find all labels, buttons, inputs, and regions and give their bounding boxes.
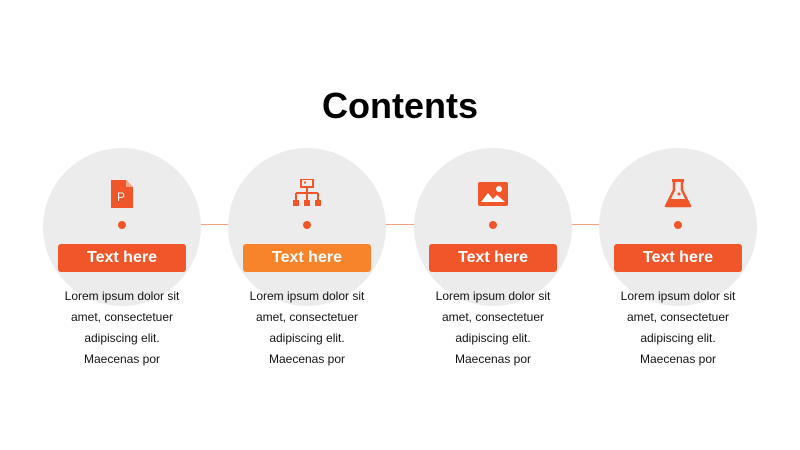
content-card-4: Text here Lorem ipsum dolor sit amet, co… bbox=[599, 148, 757, 378]
flask-icon bbox=[663, 178, 693, 210]
description-line: Lorem ipsum dolor sit bbox=[64, 289, 180, 303]
text-here-button-2[interactable]: Text here bbox=[243, 244, 371, 272]
content-card-3: Text here Lorem ipsum dolor sit amet, co… bbox=[414, 148, 572, 378]
image-icon bbox=[478, 178, 508, 210]
card-description: Lorem ipsum dolor sit amet, consectetuer… bbox=[408, 286, 578, 370]
description-line: Maecenas por bbox=[639, 352, 717, 366]
description-line: adipiscing elit. bbox=[455, 331, 531, 345]
description-line: adipiscing elit. bbox=[84, 331, 160, 345]
description-line: amet, consectetuer bbox=[441, 310, 545, 324]
description-line: Lorem ipsum dolor sit bbox=[435, 289, 551, 303]
description-line: adipiscing elit. bbox=[269, 331, 345, 345]
content-card-2: Text here Lorem ipsum dolor sit amet, co… bbox=[228, 148, 386, 378]
timeline-dot bbox=[118, 221, 126, 229]
description-line: amet, consectetuer bbox=[626, 310, 730, 324]
timeline-dot bbox=[674, 221, 682, 229]
presentation-file-icon: P bbox=[107, 178, 137, 210]
description-line: adipiscing elit. bbox=[640, 331, 716, 345]
text-here-button-3[interactable]: Text here bbox=[429, 244, 557, 272]
text-here-button-4[interactable]: Text here bbox=[614, 244, 742, 272]
text-here-button-1[interactable]: Text here bbox=[58, 244, 186, 272]
description-line: Maecenas por bbox=[83, 352, 161, 366]
timeline-dot bbox=[303, 221, 311, 229]
description-line: Lorem ipsum dolor sit bbox=[249, 289, 365, 303]
description-line: Maecenas por bbox=[268, 352, 346, 366]
card-description: Lorem ipsum dolor sit amet, consectetuer… bbox=[222, 286, 392, 370]
timeline-dot bbox=[489, 221, 497, 229]
description-line: Maecenas por bbox=[454, 352, 532, 366]
description-line: amet, consectetuer bbox=[70, 310, 174, 324]
hierarchy-icon bbox=[292, 178, 322, 210]
card-description: Lorem ipsum dolor sit amet, consectetuer… bbox=[593, 286, 763, 370]
svg-text:P: P bbox=[117, 190, 125, 204]
content-card-1: P Text here Lorem ipsum dolor sit amet, … bbox=[43, 148, 201, 378]
description-line: amet, consectetuer bbox=[255, 310, 359, 324]
timeline-connector bbox=[122, 224, 678, 225]
card-description: Lorem ipsum dolor sit amet, consectetuer… bbox=[37, 286, 207, 370]
page-title: Contents bbox=[322, 85, 478, 126]
description-line: Lorem ipsum dolor sit bbox=[620, 289, 736, 303]
